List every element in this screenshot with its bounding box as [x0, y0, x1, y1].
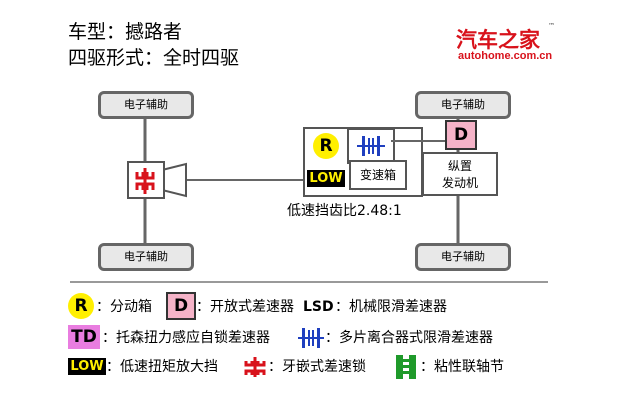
legend-r-icon: R: [68, 293, 94, 319]
legend-td-icon: TD: [68, 325, 100, 349]
legend-d-icon: D: [166, 292, 196, 320]
transfer-case-r-badge: R: [313, 133, 339, 159]
drive-type-title: 四驱形式：全时四驱: [68, 47, 240, 69]
legend-r-text: ：分动箱: [96, 299, 152, 315]
legend-viscous-coupling-icon: [396, 355, 416, 379]
multi-plate-clutch-icon: [357, 136, 385, 156]
legend-lsd-icon: LSD: [303, 299, 334, 315]
dog-clutch-lock-icon: [135, 168, 155, 194]
rear-diff-shape: [127, 161, 187, 199]
front-driveshaft: [391, 140, 449, 142]
legend-dog-clutch-lock-icon: [244, 357, 266, 377]
gearbox-label: 变速箱: [349, 160, 407, 190]
legend-low-icon: LOW: [68, 358, 106, 375]
legend-d-text: ：开放式差速器: [196, 299, 294, 315]
front-left-wheel: 电子辅助: [415, 91, 511, 119]
rear-differential: [126, 160, 188, 204]
front-right-wheel: 电子辅助: [415, 243, 511, 271]
legend-td-text: ：托森扭力感应自锁差速器: [102, 330, 270, 346]
engine-box: 纵置 发动机: [422, 152, 498, 196]
center-clutch-box: [347, 128, 395, 164]
engine-label-line2: 发动机: [441, 176, 478, 190]
legend-multi-plate-clutch-icon: [298, 328, 324, 348]
rear-right-wheel: 电子辅助: [98, 243, 194, 271]
rear-left-wheel: 电子辅助: [98, 91, 194, 119]
logo-url: autohome.com.cn: [458, 50, 553, 62]
low-gear-ratio-text: 低速挡齿比2.48:1: [287, 203, 402, 219]
vehicle-model-title: 车型：撼路者: [68, 21, 183, 43]
legend-low-text: ：低速扭矩放大挡: [106, 359, 218, 375]
low-range-badge: LOW: [307, 170, 345, 187]
engine-label-line1: 纵置: [447, 159, 472, 173]
legend-lsd-text: ：机械限滑差速器: [335, 299, 447, 315]
autohome-logo: 汽车之家: [456, 28, 540, 52]
logo-trademark: ™: [548, 22, 555, 30]
legend-dog-clutch-text: ：牙嵌式差速锁: [268, 359, 366, 375]
legend-multi-plate-text: ：多片离合器式限滑差速器: [325, 330, 493, 346]
legend-viscous-text: ：粘性联轴节: [420, 359, 504, 375]
front-differential-d-badge: D: [445, 120, 477, 150]
